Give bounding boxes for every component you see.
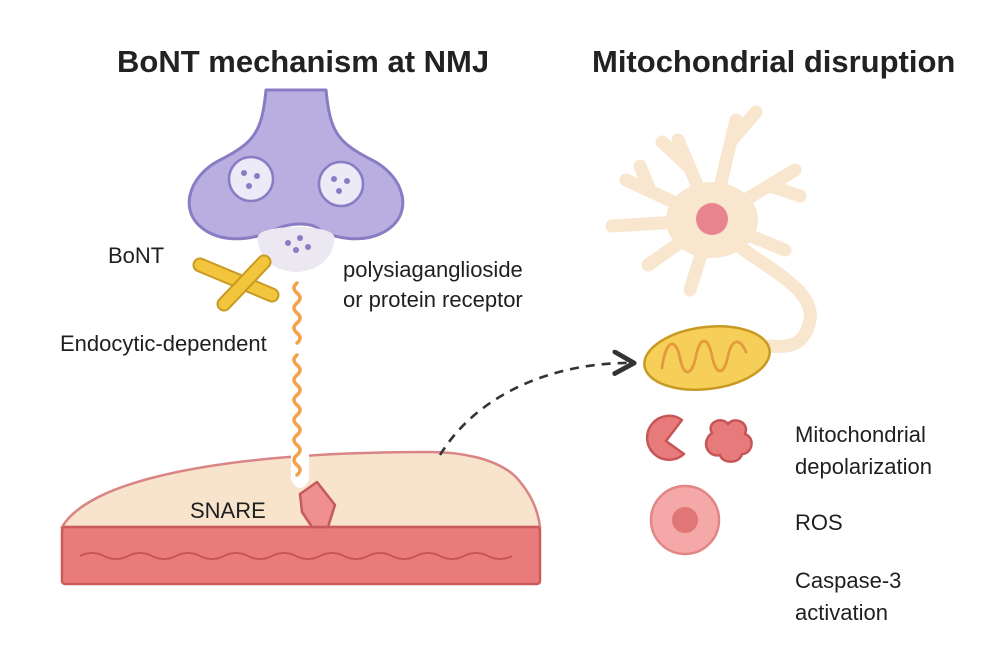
depolarization-label-line1: Mitochondrial	[795, 422, 926, 447]
nerve-terminal-icon	[187, 88, 405, 272]
receptor-label-line1: polysiaganglioside	[343, 257, 523, 282]
snare-complex-icon	[298, 480, 337, 529]
caspase-label-line1: Caspase-3	[795, 568, 902, 593]
bont-toxin-icon	[192, 254, 280, 312]
ros-icon	[649, 484, 721, 556]
depolarization-label-line2: depolarization	[795, 454, 932, 479]
endocytic-label: Endocytic-dependent	[60, 331, 267, 356]
bont-label: BoNT	[108, 243, 165, 268]
left-title: BoNT mechanism at NMJ	[117, 44, 490, 79]
snare-label: SNARE	[190, 498, 266, 523]
muscle-fiber-icon	[59, 450, 542, 586]
receptor-label-line2: or protein receptor	[343, 287, 523, 312]
dashed-arrow	[438, 363, 632, 456]
ros-label: ROS	[795, 510, 843, 535]
neuron-icon	[605, 105, 817, 353]
depolarization-icon	[645, 414, 753, 463]
receptor-chain-icon	[292, 281, 302, 477]
mitochondrion-icon	[643, 325, 771, 391]
caspase-label-line2: activation	[795, 600, 888, 625]
right-title: Mitochondrial disruption	[592, 44, 956, 79]
